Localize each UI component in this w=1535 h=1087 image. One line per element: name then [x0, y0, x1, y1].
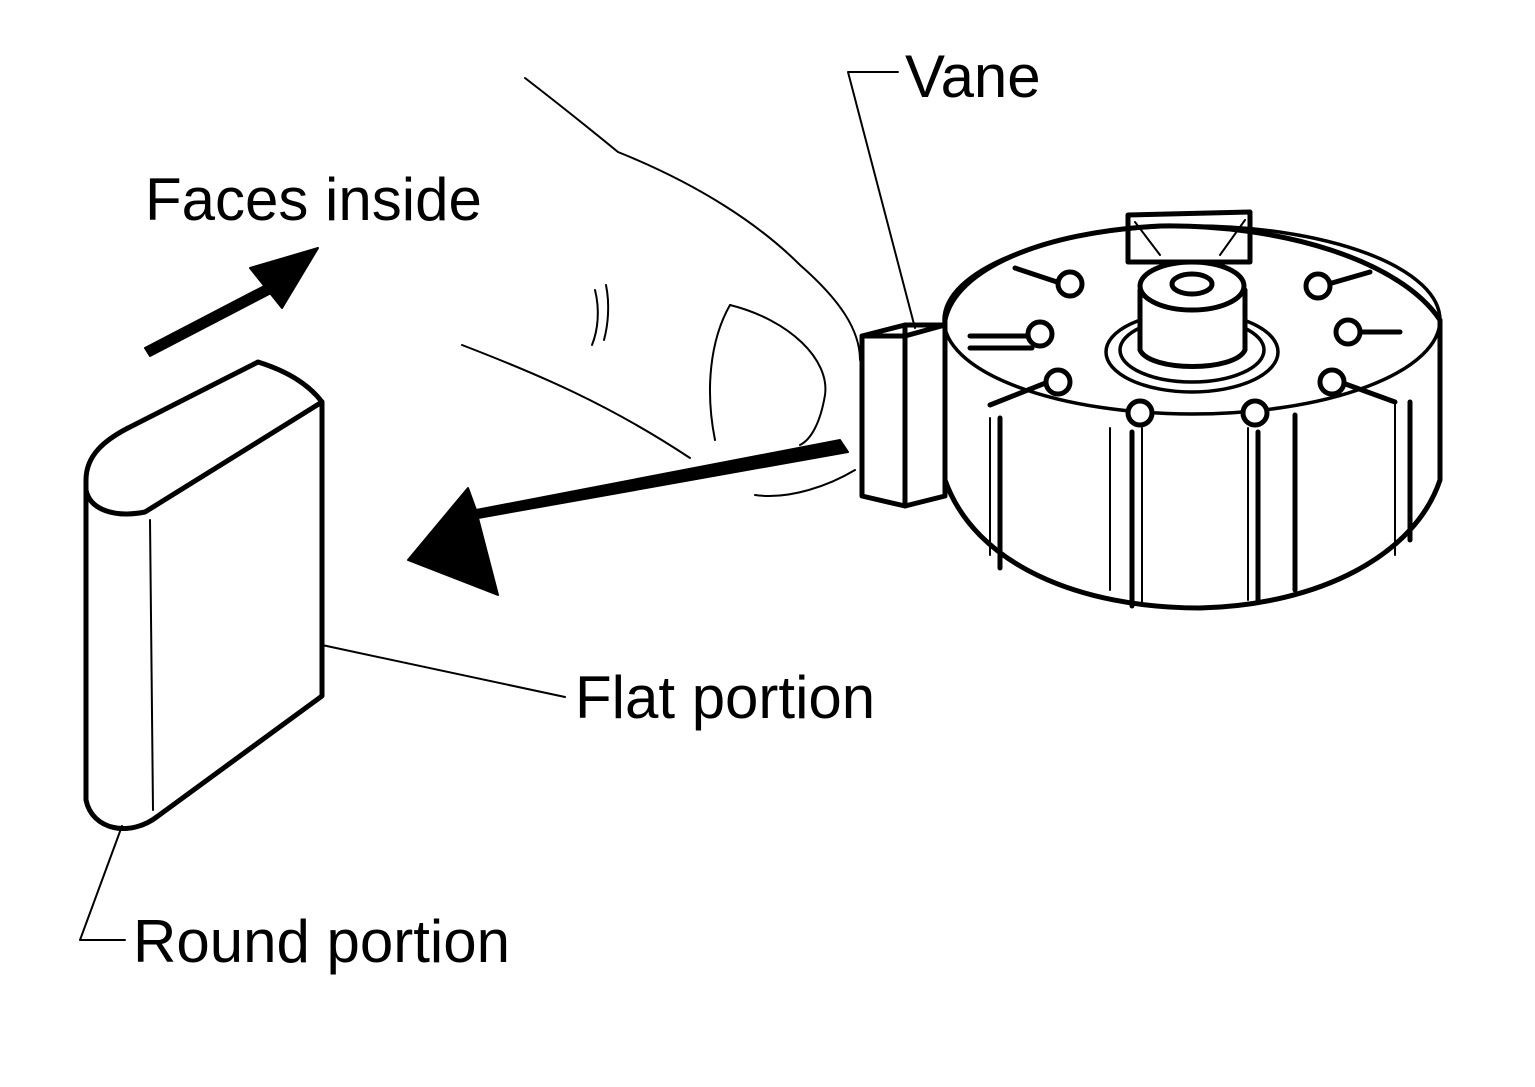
rotor-illustration — [942, 209, 1443, 611]
removal-arrow-icon — [407, 439, 849, 596]
finger-illustration — [461, 77, 861, 497]
faces-inside-label: Faces inside — [145, 166, 482, 233]
vane-block-enlarged — [83, 359, 325, 831]
round-portion-leader-line — [79, 825, 126, 941]
round-portion-label: Round portion — [133, 908, 510, 975]
vane-label: Vane — [905, 43, 1041, 110]
vane-leader-line — [847, 71, 916, 329]
faces-inside-arrow-icon — [144, 247, 319, 357]
flat-portion-label: Flat portion — [575, 664, 875, 731]
flat-portion-leader-line — [321, 644, 566, 698]
vane-part — [859, 322, 948, 509]
